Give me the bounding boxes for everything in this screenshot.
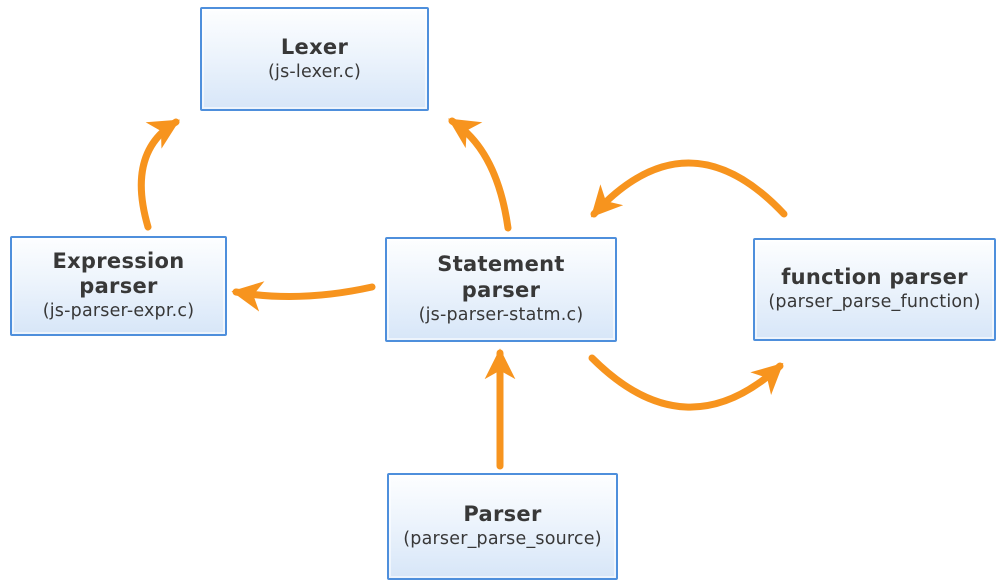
edge-statement-parser-to-lexer [448,117,512,232]
node-function-parser-subtitle: (parser_parse_function) [768,292,981,313]
node-statement-parser-subtitle: (js-parser-statm.c) [418,304,584,325]
node-statement-parser-title: Statement parser [437,252,565,302]
edge-function-parser-to-statement-parser [590,159,788,218]
node-parser-title: Parser [463,502,542,527]
node-expression-parser-subtitle: (js-parser-expr.c) [42,301,195,322]
node-lexer-subtitle: (js-lexer.c) [267,61,362,82]
node-parser-subtitle: (parser_parse_source) [403,529,602,550]
node-lexer: Lexer (js-lexer.c) [200,7,429,111]
edge-statement-parser-to-expression-parser [231,281,376,312]
node-statement-parser: Statement parser (js-parser-statm.c) [385,237,617,342]
node-function-parser-title: function parser [781,265,968,290]
node-lexer-title: Lexer [280,34,349,59]
node-parser: Parser (parser_parse_source) [387,473,618,580]
edge-expression-parser-to-lexer [137,118,180,231]
node-expression-parser: Expression parser (js-parser-expr.c) [10,236,227,336]
node-expression-parser-title: Expression parser [52,248,185,299]
node-function-parser: function parser (parser_parse_function) [753,238,996,341]
edge-statement-parser-to-function-parser [588,354,784,411]
